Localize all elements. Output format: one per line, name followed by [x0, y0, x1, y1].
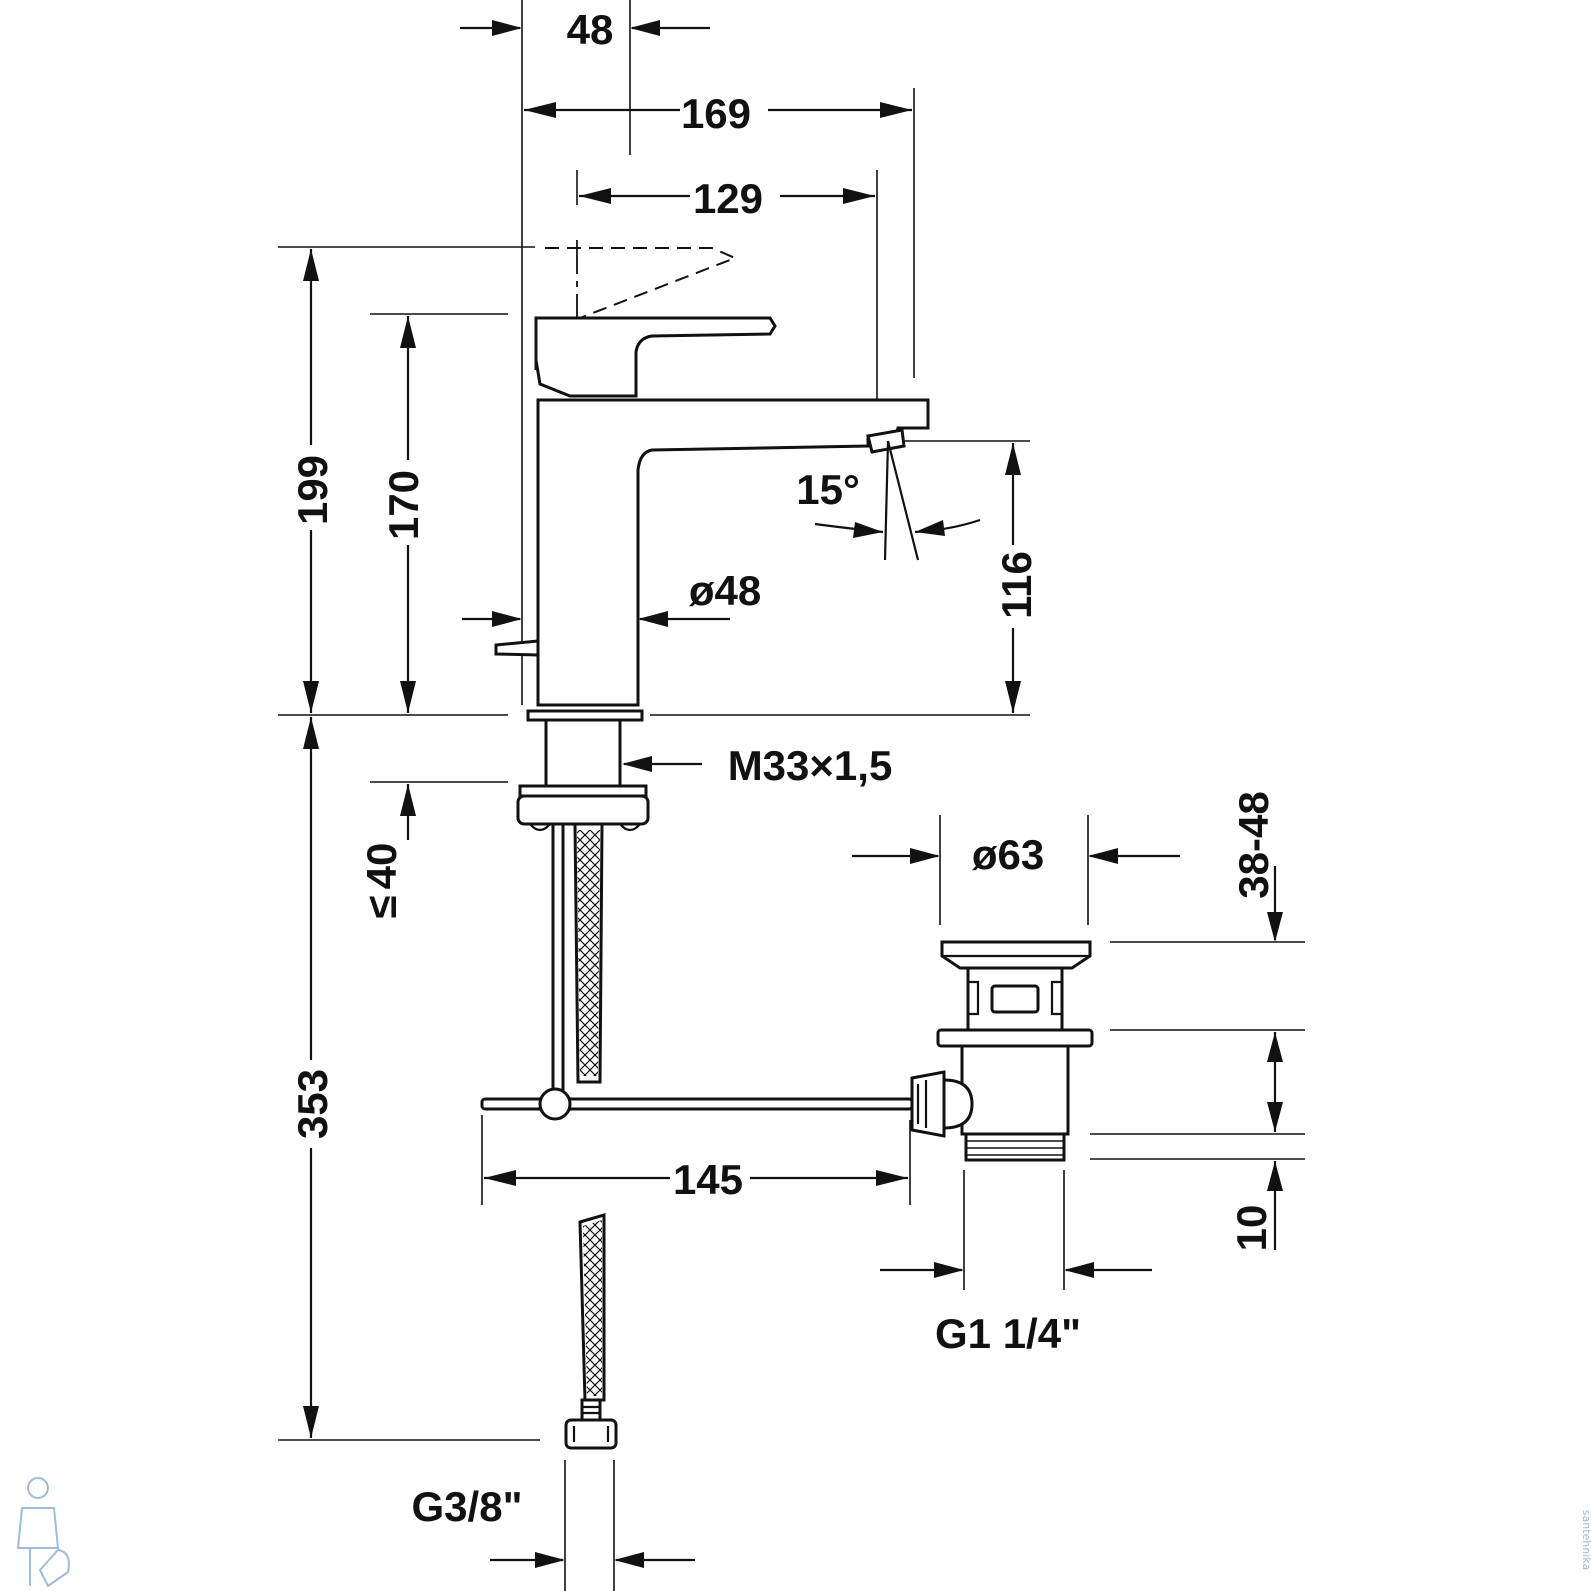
faucet-body [494, 247, 930, 832]
waste-rod-nut [910, 1070, 946, 1138]
rod-pivot [538, 1087, 572, 1121]
waste-valve [910, 940, 1094, 1162]
dim-width-129: 129 [693, 175, 763, 222]
popup-rod [551, 822, 565, 1094]
dim-thread-g3-8: G3/8" [412, 1483, 523, 1530]
dim-height-199: 199 [289, 455, 336, 525]
linkage-rod [480, 1087, 914, 1121]
hose-connector [580, 1398, 602, 1422]
dim-thread-g1-1-4: G1 1/4" [935, 1310, 1081, 1357]
dim-width-169: 169 [681, 90, 751, 137]
waste-rod-boss [942, 1078, 974, 1130]
watermark-text: santehnika [1580, 1510, 1591, 1570]
dim-range-38-48: 38-48 [1230, 791, 1277, 898]
waste-thread [964, 1132, 1066, 1162]
dim-diameter-48: ø48 [689, 567, 761, 614]
dim-height-170: 170 [380, 470, 427, 540]
threaded-shank [544, 718, 622, 788]
dim-thickness-40: 40 [358, 843, 405, 890]
waste-body [960, 1044, 1070, 1136]
dim-angle-15: 15° [796, 466, 860, 513]
dim-width-48: 48 [567, 6, 614, 53]
fixing-nut [516, 794, 650, 826]
dim-height-10: 10 [1228, 1205, 1275, 1252]
plumber-mascot-icon [16, 1477, 70, 1588]
dim-height-116: 116 [993, 551, 1040, 619]
waste-cage-window [990, 984, 1040, 1014]
watermark: santehnika [16, 1477, 1591, 1588]
extension-lines [278, 0, 1305, 1591]
lever-handle [534, 316, 777, 398]
aerator [866, 428, 906, 454]
dimension-lines [303, 20, 1283, 1568]
dim-thread-m33: M33×1,5 [728, 742, 893, 789]
dim-height-353: 353 [289, 1069, 336, 1139]
popup-rod-knob [494, 639, 540, 657]
supply-hoses [551, 822, 618, 1450]
dim-length-145: 145 [673, 1156, 743, 1203]
dimension-labels: 48 169 129 199 170 15° ø48 116 M33×1,5 4… [289, 6, 1277, 1530]
dim-diameter-63: ø63 [972, 831, 1044, 878]
hose-nut [564, 1418, 618, 1450]
lever-raised-outline [545, 247, 738, 319]
waste-flange [936, 1028, 1094, 1048]
dim-thickness-40-prefix: ≤ [358, 895, 405, 918]
